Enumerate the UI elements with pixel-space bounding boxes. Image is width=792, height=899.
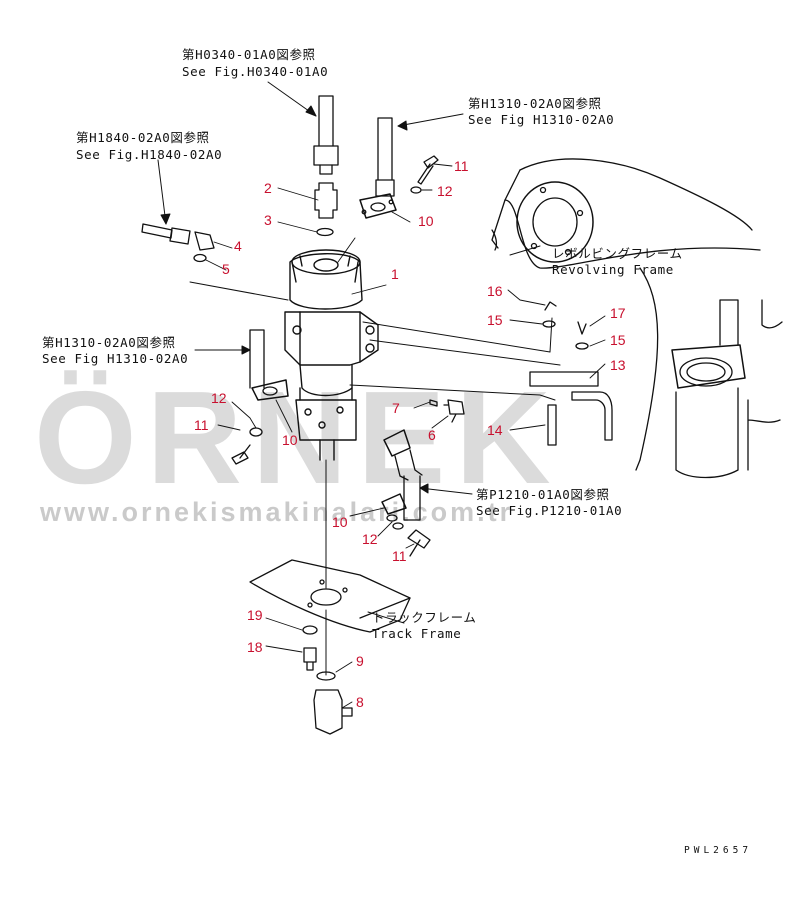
revolving-frame: [491, 158, 761, 471]
callout-9[interactable]: 9: [356, 653, 364, 669]
top-hose: [313, 95, 339, 175]
callout-4[interactable]: 4: [234, 238, 242, 254]
callout-6[interactable]: 6: [428, 427, 436, 443]
callout-12-top[interactable]: 12: [437, 183, 453, 199]
track-frame: [249, 559, 411, 633]
callout-12-left[interactable]: 12: [211, 390, 227, 406]
fitting-2: [314, 182, 338, 219]
callout-leaders: [205, 163, 606, 709]
ref-left-mid-jp: 第H1310-02A0図参照: [42, 335, 176, 350]
ref-top-jp: 第H0340-01A0図参照: [182, 47, 316, 62]
callout-16[interactable]: 16: [487, 283, 503, 299]
washer-19: [302, 625, 318, 635]
callout-1[interactable]: 1: [391, 266, 399, 282]
callout-2[interactable]: 2: [264, 180, 272, 196]
ref-right-top-jp: 第H1310-02A0図参照: [468, 96, 602, 111]
revolving-frame-jp: レボルビングフレーム: [552, 246, 683, 261]
watermark-url: www.ornekismakinalari.com.tr: [40, 497, 514, 527]
ref-left-top-jp: 第H1840-02A0図参照: [76, 130, 210, 145]
callout-10-right[interactable]: 10: [332, 514, 348, 530]
callout-10-left[interactable]: 10: [282, 432, 298, 448]
washer-15a: [542, 320, 556, 328]
right-tank: [671, 299, 783, 479]
right-top-hose: [359, 117, 397, 219]
callout-5[interactable]: 5: [222, 261, 230, 277]
ref-right-top-en: See Fig H1310-02A0: [468, 112, 615, 127]
pin-14: [547, 404, 557, 446]
bolt-11-top: [417, 155, 439, 185]
callout-11-left[interactable]: 11: [194, 417, 209, 433]
track-frame-jp: トラックフレーム: [372, 610, 477, 625]
callout-11-top[interactable]: 11: [454, 158, 469, 174]
bracket: [571, 391, 613, 441]
callout-3[interactable]: 3: [264, 212, 272, 228]
pin-17: [577, 321, 587, 335]
callout-17[interactable]: 17: [610, 305, 626, 321]
callout-15-left[interactable]: 15: [487, 312, 503, 328]
revolving-frame-en: Revolving Frame: [552, 262, 674, 277]
ref-right-mid-en: See Fig.P1210-01A0: [476, 503, 623, 518]
o-ring-9: [316, 671, 336, 681]
fitting-6: [443, 399, 465, 423]
callout-15-right[interactable]: 15: [610, 332, 626, 348]
left-mid-hose: [231, 329, 289, 465]
ref-right-mid-jp: 第P1210-01A0図参照: [476, 487, 610, 502]
callout-18[interactable]: 18: [247, 639, 263, 655]
ref-left-top-en: See Fig.H1840-02A0: [76, 147, 223, 162]
callout-8[interactable]: 8: [356, 694, 364, 710]
bolt-18: [303, 647, 317, 671]
ref-left-mid-en: See Fig H1310-02A0: [42, 351, 189, 366]
callout-14[interactable]: 14: [487, 422, 503, 438]
plate-13: [529, 371, 599, 387]
track-frame-en: Track Frame: [372, 626, 462, 641]
callout-7[interactable]: 7: [392, 400, 400, 416]
callout-10-top[interactable]: 10: [418, 213, 434, 229]
drawing-code: PWL2657: [684, 845, 753, 856]
swivel-joint: [284, 249, 379, 461]
reference-arrows: [157, 81, 541, 624]
callout-12-right[interactable]: 12: [362, 531, 378, 547]
washer-12-top: [410, 186, 422, 194]
fitting-8: [313, 689, 353, 735]
o-ring-3: [316, 227, 334, 237]
callout-11-right[interactable]: 11: [392, 548, 407, 564]
callout-19[interactable]: 19: [247, 607, 263, 623]
watermark-brand: ÖRNEK: [34, 364, 561, 511]
left-hose: [141, 223, 215, 263]
ref-top-en: See Fig.H0340-01A0: [182, 64, 329, 79]
right-mid-hose: [381, 429, 431, 557]
pin-16: [544, 301, 557, 311]
washer-15b: [575, 342, 589, 350]
o-ring-7: [429, 399, 438, 407]
callout-13[interactable]: 13: [610, 357, 626, 373]
